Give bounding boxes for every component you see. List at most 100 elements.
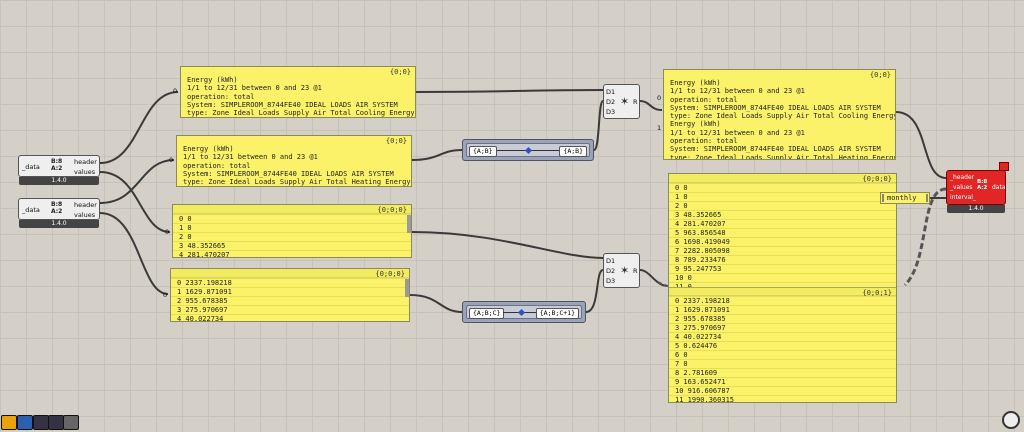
panel-cooling-header[interactable]: {0;0} Energy (kWh) 1/1 to 12/31 between … [180, 66, 416, 118]
relay-output-tag: {A;B} [559, 146, 587, 157]
data-input-label: _data [22, 206, 40, 214]
branch-path: {0;0} [869, 71, 891, 79]
relay-component-2[interactable]: {A;B;C} {A;B;C+1} [462, 301, 586, 323]
wire [639, 100, 663, 111]
list-item: 0 0 [669, 183, 896, 192]
list-item: 0 2337.198218 [171, 278, 409, 287]
result-output-label: R [633, 267, 638, 275]
panel-merged-header[interactable]: {0;0} Energy (kWh) 1/1 to 12/31 between … [663, 69, 896, 160]
branch-path: {0;0;0} [375, 270, 405, 278]
panel-header: {0;0;1} [669, 287, 896, 297]
merge-icon: ✶ [620, 95, 630, 108]
scrollbar[interactable] [407, 215, 411, 233]
d2-input-label: D2 [606, 98, 616, 106]
grid-icon[interactable] [48, 415, 64, 430]
data-output-label: data [992, 184, 1006, 191]
wire [99, 159, 175, 204]
panel-grip [926, 194, 928, 202]
panel-monthly[interactable]: monthly [880, 192, 930, 204]
wire [411, 149, 463, 161]
wire [99, 212, 169, 295]
wire [411, 231, 604, 259]
panel-input-index: 0 [165, 228, 170, 236]
list-item: 2 955.678385 [171, 296, 409, 305]
panel-input-index: 0 [657, 94, 662, 102]
header-output-label: header [74, 158, 97, 166]
list-item: 10 916.606787 [669, 386, 896, 395]
relay-input-tag: {A;B} [469, 146, 497, 157]
relay-diamond-icon [517, 308, 526, 317]
d1-input-label: D1 [606, 88, 616, 96]
relay-body: {A;B} {A;B} [466, 143, 590, 157]
navigation-compass-icon[interactable] [1002, 411, 1020, 429]
hexagon-icon[interactable] [63, 415, 79, 430]
list-item: 5 0.624476 [669, 341, 896, 350]
scrollbar[interactable] [405, 279, 409, 297]
values-input-label: _values [950, 184, 973, 191]
panel-input-index: 0 [169, 156, 174, 164]
value-list: 0 0 1 0 2 0 3 48.352665 4 281.470207 5 9… [669, 183, 896, 291]
save-icon[interactable] [33, 415, 49, 430]
list-item: 2 0 [669, 201, 896, 210]
sync-icon[interactable] [17, 415, 33, 430]
panel-heating-header[interactable]: {0;0} Energy (kWh) 1/1 to 12/31 between … [176, 135, 412, 187]
wire [99, 171, 171, 233]
relay-input-tag: {A;B;C} [469, 308, 505, 319]
d2-input-label: D2 [606, 267, 616, 275]
branch-path: {0;0} [385, 137, 407, 145]
bottom-toolbar [0, 415, 80, 432]
panel-text: monthly [887, 194, 917, 202]
value-list: 0 2337.198218 1 1629.871091 2 955.678385… [171, 278, 409, 321]
list-item: 3 48.352665 [173, 241, 411, 250]
branch-path: {0;0;0} [377, 206, 407, 214]
d3-input-label: D3 [606, 277, 616, 285]
value-list: 0 0 1 0 2 0 3 48.352665 4 281.470207 [173, 214, 411, 257]
list-item: 11 1990.360315 [669, 395, 896, 402]
dashed-wire [903, 187, 947, 287]
panel-input-index: 0 [163, 291, 168, 299]
wire [585, 269, 604, 313]
folder-icon[interactable] [1, 415, 17, 430]
panel-input-index: 1 [657, 124, 662, 132]
panel-merged-values[interactable]: {0;0;0} 0 0 1 0 2 0 3 48.352665 4 281.47… [668, 173, 897, 403]
d3-input-label: D3 [606, 108, 616, 116]
data-input-label: _data [22, 163, 40, 171]
merge-component-1[interactable]: D1 D2 D3 ✶ R [603, 84, 640, 119]
panel-cooling-values[interactable]: {0;0;0} 0 0 1 0 2 0 3 48.352665 4 281.47… [172, 204, 412, 258]
relay-output-tag: {A;B;C+1} [535, 308, 579, 319]
header-output-label: header [74, 201, 97, 209]
list-item: 0 0 [173, 214, 411, 223]
list-item: 1 1629.871091 [669, 305, 896, 314]
panel-text: Energy (kWh) 1/1 to 12/31 between 0 and … [187, 76, 415, 118]
list-item: 1 0 [669, 192, 896, 201]
wire [895, 111, 947, 179]
list-item: 7 2282.805098 [669, 246, 896, 255]
d1-input-label: D1 [606, 257, 616, 265]
list-item: 1 1629.871091 [171, 287, 409, 296]
list-item: 6 0 [669, 350, 896, 359]
panel-text: Energy (kWh) 1/1 to 12/31 between 0 and … [670, 79, 896, 160]
list-item: 1 0 [173, 223, 411, 232]
panel-heating-values[interactable]: {0;0;0} 0 2337.198218 1 1629.871091 2 95… [170, 268, 410, 322]
panel-input-index: 0 [173, 87, 178, 95]
merge-icon: ✶ [620, 264, 630, 277]
list-item: 9 95.247753 [669, 264, 896, 273]
version-label: 1.4.0 [19, 177, 99, 185]
merge-component-2[interactable]: D1 D2 D3 ✶ R [603, 253, 640, 288]
list-item: 8 2.781609 [669, 368, 896, 377]
branch-path: {0;0} [389, 68, 411, 76]
result-output-label: R [633, 98, 638, 106]
list-item: 2 0 [173, 232, 411, 241]
list-item: 6 1698.419049 [669, 237, 896, 246]
relay-component-1[interactable]: {A;B} {A;B} [462, 139, 594, 161]
list-item: 3 275.970697 [669, 323, 896, 332]
list-item: 7 0 [669, 359, 896, 368]
value-list: 0 2337.198218 1 1629.871091 2 955.678385… [669, 296, 896, 402]
panel-text: Energy (kWh) 1/1 to 12/31 between 0 and … [183, 145, 411, 187]
